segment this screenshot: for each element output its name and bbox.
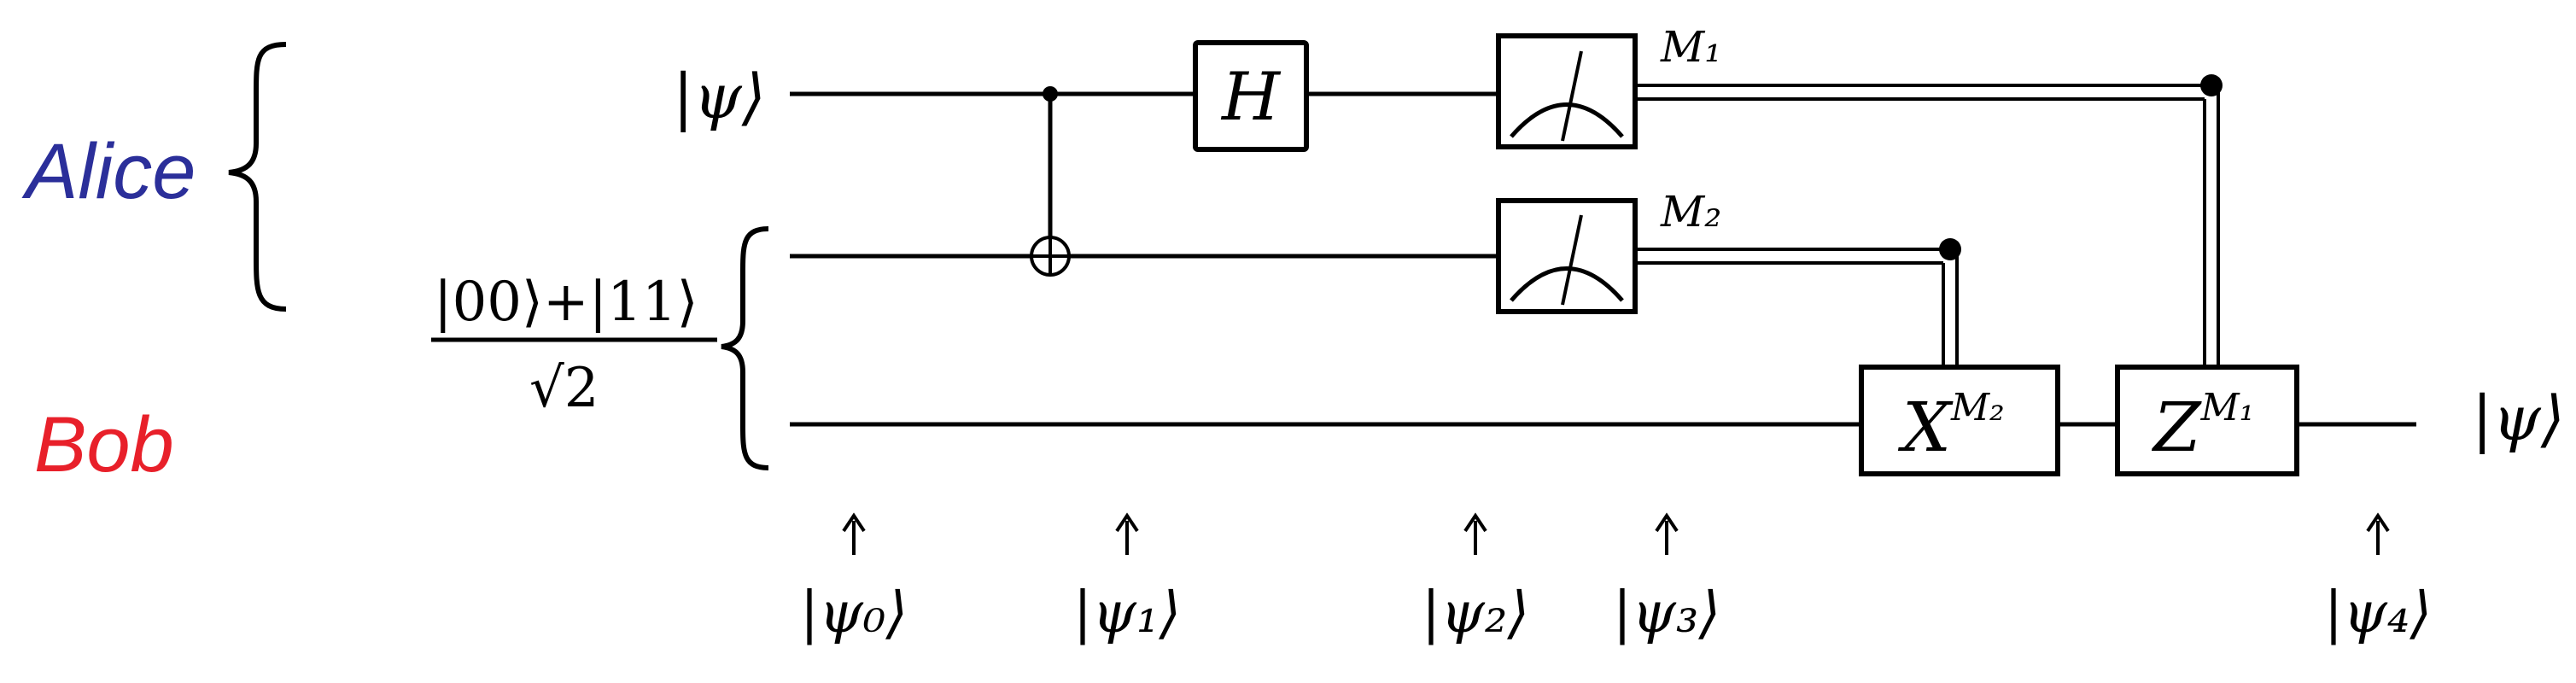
bell-state-numerator: |00⟩+|11⟩ bbox=[434, 271, 698, 334]
z-gate-label: ZM₁ bbox=[2151, 386, 2254, 467]
bob-label: Bob bbox=[34, 401, 174, 488]
meter-2-arc-icon bbox=[1510, 266, 1624, 302]
state-marker-psi2: |ψ₂⟩ bbox=[1422, 512, 1529, 645]
output-psi-ket: |ψ⟩ bbox=[2472, 382, 2565, 454]
state-marker-psi0: |ψ₀⟩ bbox=[800, 512, 908, 645]
state-marker-psi3: |ψ₃⟩ bbox=[1613, 512, 1720, 645]
x-gate-base: X bbox=[1897, 388, 1954, 467]
alice-brace bbox=[228, 42, 287, 312]
alice-label: Alice bbox=[21, 128, 196, 215]
bell-pair-brace bbox=[721, 226, 769, 470]
hadamard-label: H bbox=[1220, 59, 1282, 136]
state-label-psi2: |ψ₂⟩ bbox=[1422, 580, 1529, 645]
state-marker-psi4: |ψ₄⟩ bbox=[2324, 512, 2432, 645]
measurement-meter-2 bbox=[1496, 198, 1638, 314]
z-gate-base: Z bbox=[2151, 388, 2202, 467]
meter-1-needle-icon bbox=[1561, 50, 1583, 142]
classical-control-m2-dot bbox=[1939, 238, 1961, 260]
z-gate-superscript: M₁ bbox=[2200, 386, 2255, 429]
measurement-m1-label: M₁ bbox=[1660, 22, 1721, 72]
state-label-psi3: |ψ₃⟩ bbox=[1613, 580, 1720, 645]
state-label-psi0: |ψ₀⟩ bbox=[800, 580, 908, 645]
x-gate-label: XM₂ bbox=[1897, 386, 2005, 467]
x-correction-gate bbox=[1859, 365, 2060, 476]
bell-state-denominator: √2 bbox=[529, 357, 599, 420]
measurement-m2-label: M₂ bbox=[1660, 187, 1721, 236]
cnot-control-dot bbox=[1043, 86, 1058, 102]
state-marker-psi1: |ψ₁⟩ bbox=[1073, 512, 1181, 645]
input-psi-ket: |ψ⟩ bbox=[673, 61, 766, 132]
meter-1-arc-icon bbox=[1510, 102, 1624, 138]
classical-control-m1-dot bbox=[2200, 74, 2223, 96]
z-correction-gate bbox=[2115, 365, 2299, 476]
x-gate-superscript: M₂ bbox=[1950, 386, 2005, 429]
meter-2-needle-icon bbox=[1561, 214, 1583, 306]
hadamard-gate bbox=[1193, 40, 1309, 152]
state-label-psi4: |ψ₄⟩ bbox=[2324, 580, 2432, 645]
state-label-psi1: |ψ₁⟩ bbox=[1073, 580, 1181, 645]
